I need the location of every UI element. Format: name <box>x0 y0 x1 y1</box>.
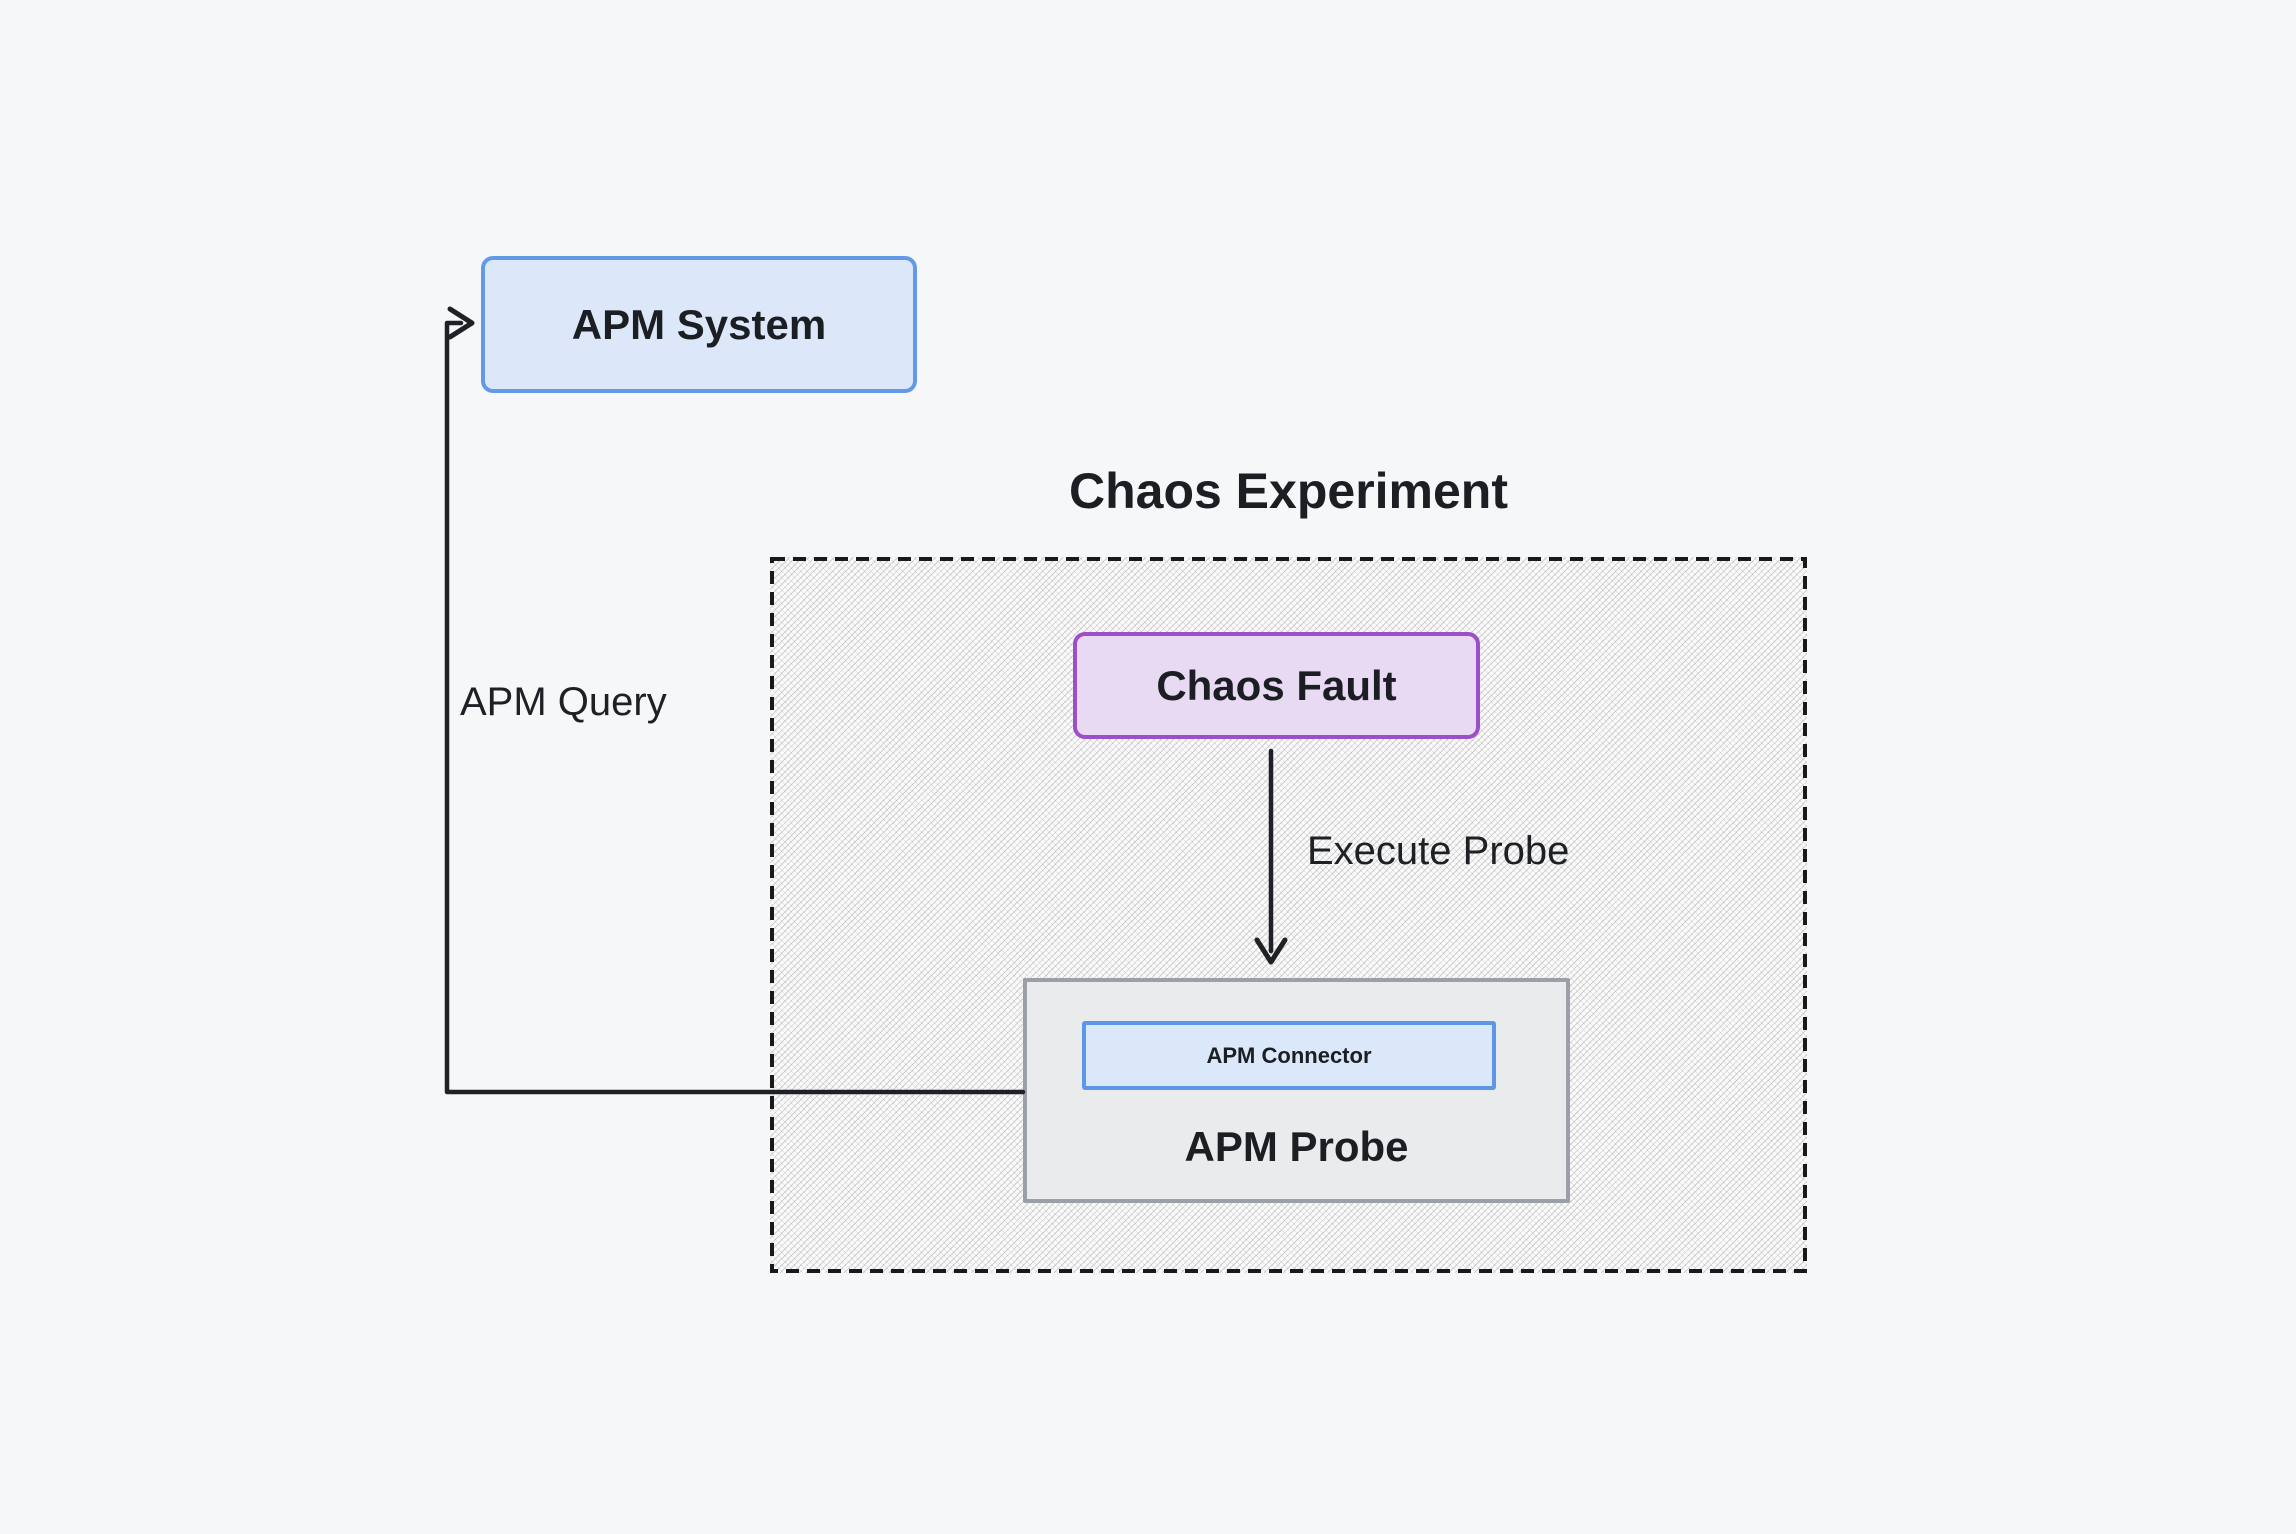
apm-connector-label: APM Connector <box>1206 1042 1372 1068</box>
execute-probe-edge-label: Execute Probe <box>1307 829 1570 873</box>
chaos-fault-label: Chaos Fault <box>1156 661 1397 709</box>
apm-query-arrowhead-icon <box>447 306 475 340</box>
apm-query-edge-label: APM Query <box>460 680 667 724</box>
apm-system-label: APM System <box>571 300 827 348</box>
apm-connector-node: APM Connector <box>1082 1021 1496 1090</box>
chaos-experiment-title: Chaos Experiment <box>1068 463 1508 519</box>
chaos-fault-node: Chaos Fault <box>1073 632 1480 739</box>
apm-system-node: APM System <box>481 256 917 393</box>
apm-probe-label: APM Probe <box>1184 1123 1409 1170</box>
